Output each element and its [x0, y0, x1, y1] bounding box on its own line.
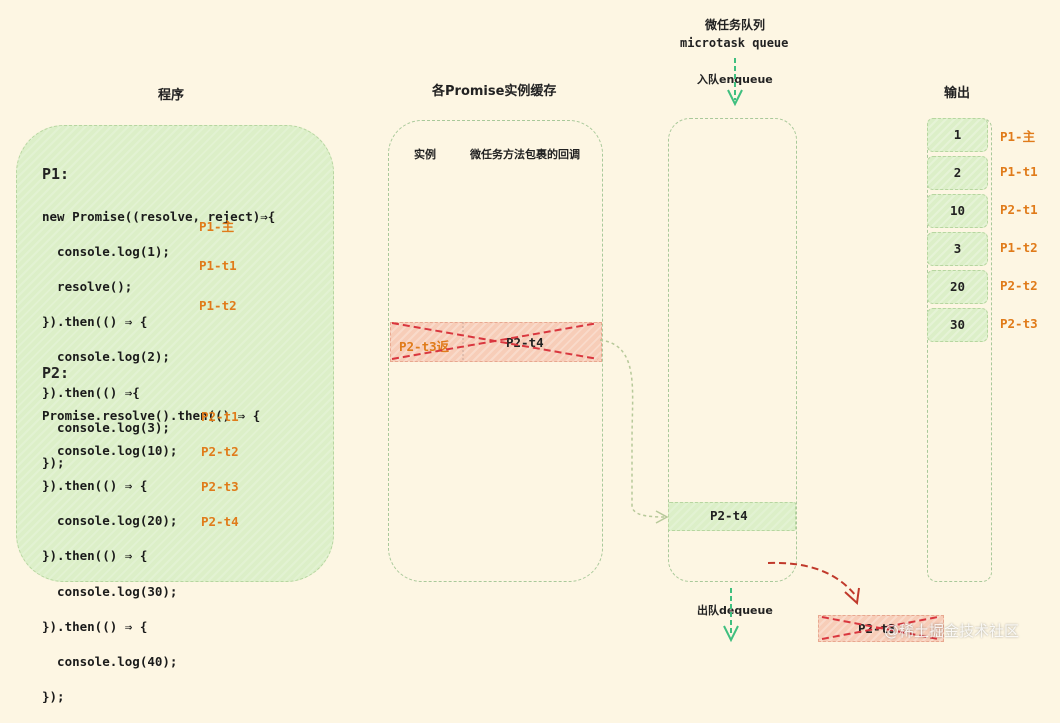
queue-header-line2: microtask queue: [680, 36, 789, 50]
p1-code: new Promise((resolve, reject)⇒{ console.…: [42, 190, 275, 489]
output-item: 10: [927, 194, 988, 228]
watermark: @稀土掘金技术社区: [884, 622, 1020, 640]
output-label: P1-t1: [1000, 164, 1038, 179]
code-line: console.log(30);: [42, 583, 178, 599]
p2-name: P2:: [42, 364, 70, 382]
code-line: console.log(40);: [42, 653, 178, 669]
code-line: Promise.resolve().then(() ⇒ {: [42, 407, 261, 423]
code-line: }).then(() ⇒ {: [42, 548, 148, 564]
code-line: console.log(3);: [42, 419, 170, 435]
move-to-queue-arrowhead: [655, 510, 669, 524]
dequeue-red-arrowhead: [844, 587, 860, 606]
code-line: }).then(() ⇒{: [42, 384, 140, 400]
code-line: }).then(() ⇒ {: [42, 314, 148, 330]
code-line: new Promise((resolve, reject)⇒{: [42, 208, 276, 224]
code-line: resolve();: [42, 278, 133, 294]
output-item: 2: [927, 156, 988, 190]
p1-name: P1:: [42, 165, 70, 183]
code-line: console.log(1);: [42, 243, 170, 259]
cache-header: 各Promise实例缓存: [432, 84, 557, 99]
cache-row-instance: P2-t3返: [399, 339, 450, 354]
output-label: P1-主: [1000, 129, 1036, 144]
enqueue-arrowhead: [727, 89, 743, 107]
dequeue-label: 出队dequeue: [697, 604, 773, 617]
output-item: 30: [927, 308, 988, 342]
p2-tag-t4: P2-t4: [201, 514, 239, 529]
queue-item-label: P2-t4: [710, 508, 748, 523]
code-line: });: [42, 689, 65, 705]
output-header: 输出: [944, 86, 971, 101]
p1-tag-t1: P1-t1: [199, 258, 237, 273]
output-item: 1: [927, 118, 988, 152]
program-header: 程序: [158, 88, 185, 103]
p2-tag-t2: P2-t2: [201, 444, 239, 459]
queue-panel: [668, 118, 797, 582]
program-panel: [16, 125, 334, 582]
code-line: });: [42, 454, 65, 470]
code-line: console.log(2);: [42, 349, 170, 365]
cache-col-callback: 微任务方法包裹的回调: [470, 148, 580, 161]
move-to-queue-arrow: [599, 339, 667, 518]
dequeue-arrowhead: [723, 625, 739, 643]
output-label: P2-t2: [1000, 278, 1038, 293]
cache-row-callback: P2-t4: [506, 335, 544, 350]
cache-col-instance: 实例: [414, 148, 436, 161]
output-item: 3: [927, 232, 988, 266]
p1-tag-main: P1-主: [199, 219, 235, 234]
enqueue-label: 入队enqueue: [697, 73, 773, 86]
output-label: P1-t2: [1000, 240, 1038, 255]
code-line: }).then(() ⇒ {: [42, 618, 148, 634]
output-label: P2-t1: [1000, 202, 1038, 217]
output-item: 20: [927, 270, 988, 304]
queue-header-line1: 微任务队列: [705, 18, 766, 32]
code-line: }).then(() ⇒ {: [42, 477, 148, 493]
output-label: P2-t3: [1000, 316, 1038, 331]
queue-item: [668, 502, 796, 531]
p1-tag-t2: P1-t2: [199, 298, 237, 313]
p2-code: Promise.resolve().then(() ⇒ { console.lo…: [42, 389, 260, 723]
p2-tag-t1: P2-t1: [201, 409, 239, 424]
p2-tag-t3: P2-t3: [201, 479, 239, 494]
code-line: console.log(20);: [42, 513, 178, 529]
code-line: console.log(10);: [42, 442, 178, 458]
